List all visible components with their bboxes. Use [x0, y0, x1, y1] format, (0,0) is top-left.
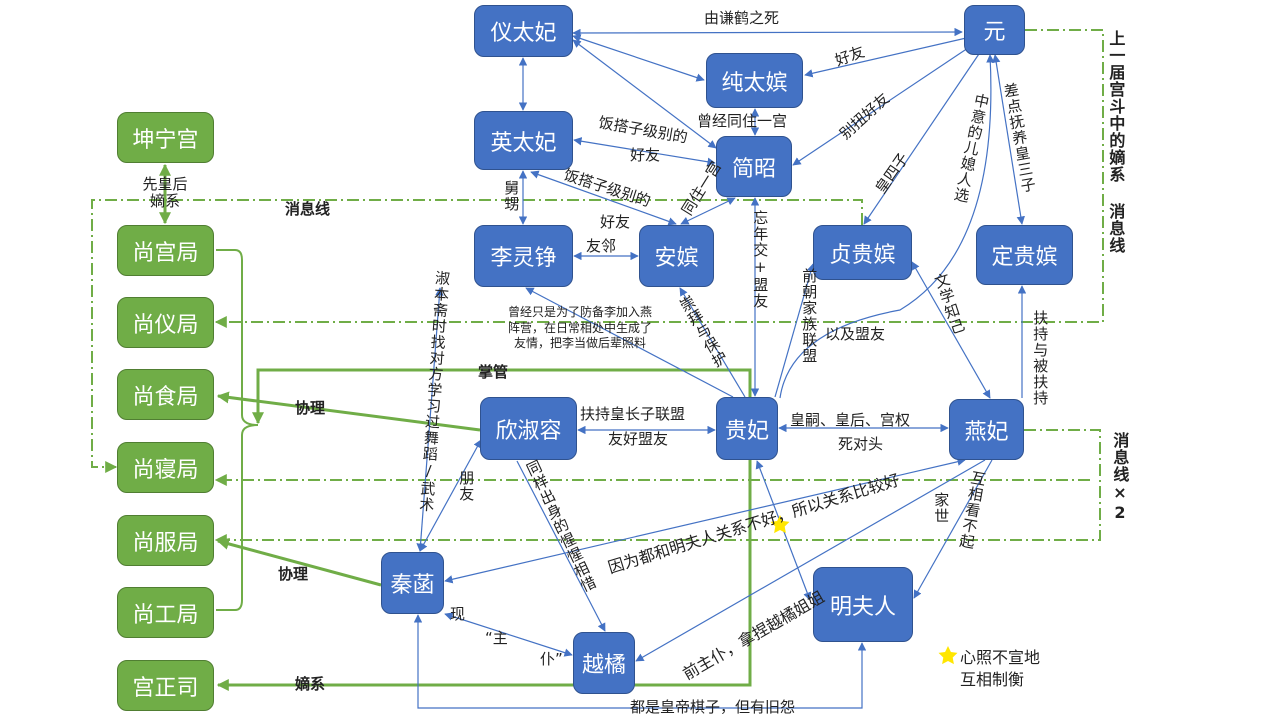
edge-label: 扶持与被扶持 — [1031, 310, 1050, 406]
edge-label: 家世 — [932, 492, 951, 524]
star-icon — [770, 515, 790, 534]
edge-label: 现 — [450, 605, 466, 623]
node-an-pin: 安嫔 — [639, 225, 714, 287]
green-label-xiaoxi: 消息线 — [285, 200, 331, 218]
green-label-xieli: 协理 — [295, 399, 326, 417]
edge-label: “主 — [485, 629, 508, 647]
edge-label: 扶持皇长子联盟 — [580, 405, 686, 423]
edge-label: 好友 — [600, 213, 631, 231]
edge-label-line: 曾经只是为了防备李加入燕 — [508, 305, 653, 319]
node-li-lingzheng: 李灵铮 — [474, 225, 573, 287]
side-label-message-lines: 消息线×2 — [1110, 432, 1130, 523]
green-label-xieli: 协理 — [278, 565, 309, 583]
legend-line: 互相制衡 — [960, 669, 1025, 689]
dept-gongzheng-si: 宫正司 — [117, 660, 214, 711]
star-icon — [938, 646, 958, 665]
edge-label: 死对头 — [838, 435, 884, 453]
dept-shanggong-ju-2: 尚工局 — [117, 587, 214, 638]
edge-label: 曾经同住一宫 — [697, 112, 788, 130]
green-label-zhangguan: 掌管 — [478, 363, 509, 381]
legend-line: 心照不宣地 — [960, 648, 1041, 667]
edge-label-multiline: 曾经只是为了防备李加入燕 阵营，在日常相处中生成了 友情，把李当做后辈照料 — [508, 305, 652, 352]
node-yi-taifei: 仪太妃 — [474, 5, 573, 57]
side-label-previous-faction: 上一届宫斗中的嫡系 消息线 — [1106, 30, 1126, 254]
node-yue-ju: 越橘 — [573, 632, 635, 694]
edge-label-line: 友情，把李当做后辈照料 — [514, 336, 647, 351]
node-yan-fei: 燕妃 — [949, 399, 1024, 460]
node-jian-zhao: 简昭 — [716, 136, 792, 197]
message-line-yuan — [214, 29, 1104, 328]
node-yuan: 元 — [964, 5, 1025, 55]
message-line-zhen — [91, 199, 863, 473]
node-ying-taifei: 英太妃 — [474, 111, 573, 170]
dept-shangfu-ju: 尚服局 — [117, 515, 214, 566]
edge-label: 忘年交+盟友 — [751, 210, 770, 309]
node-gui-fei: 贵妃 — [716, 397, 778, 460]
edge-label: 皇嗣、皇后、宫权 — [790, 411, 911, 429]
dept-kunning-gong: 坤宁宫 — [117, 112, 214, 163]
node-chun-taipin: 纯太嫔 — [706, 53, 803, 108]
dept-shangqin-ju: 尚寝局 — [117, 442, 214, 493]
department-brace — [216, 249, 259, 611]
edge-label: 由谦鹤之死 — [704, 9, 780, 27]
node-xin-shurong: 欣淑容 — [480, 397, 577, 460]
edge-label: 前朝家族联盟 — [800, 268, 819, 364]
node-qin-han: 秦菡 — [381, 552, 444, 614]
edge-label: 友邻 — [586, 237, 617, 255]
edge-label-line: 阵营，在日常相处中生成了 — [508, 320, 653, 335]
edge-label: 先皇后嫡系 — [142, 175, 188, 211]
dept-shanggong-ju: 尚宫局 — [117, 225, 214, 276]
legend: 心照不宣地 互相制衡 — [960, 647, 1040, 690]
node-zhen-guipin: 贞贵嫔 — [813, 225, 912, 280]
edge-label: 好友 — [630, 146, 661, 164]
node-ming-furen: 明夫人 — [813, 567, 913, 642]
edge-label: 仆” — [540, 650, 563, 668]
edge-label: 友好盟友 — [608, 430, 669, 448]
edge-label: 朋友 — [457, 470, 476, 502]
dept-shangshi-ju: 尚食局 — [117, 369, 214, 420]
node-ding-guipin: 定贵嫔 — [976, 225, 1073, 285]
edge-label: 舅甥 — [502, 180, 521, 212]
edge-label: 以及盟友 — [825, 325, 886, 343]
dept-shangyi-ju: 尚仪局 — [117, 297, 214, 348]
edge-label: 都是皇帝棋子，但有旧怨 — [630, 698, 796, 716]
green-label-dixi: 嫡系 — [295, 675, 326, 693]
